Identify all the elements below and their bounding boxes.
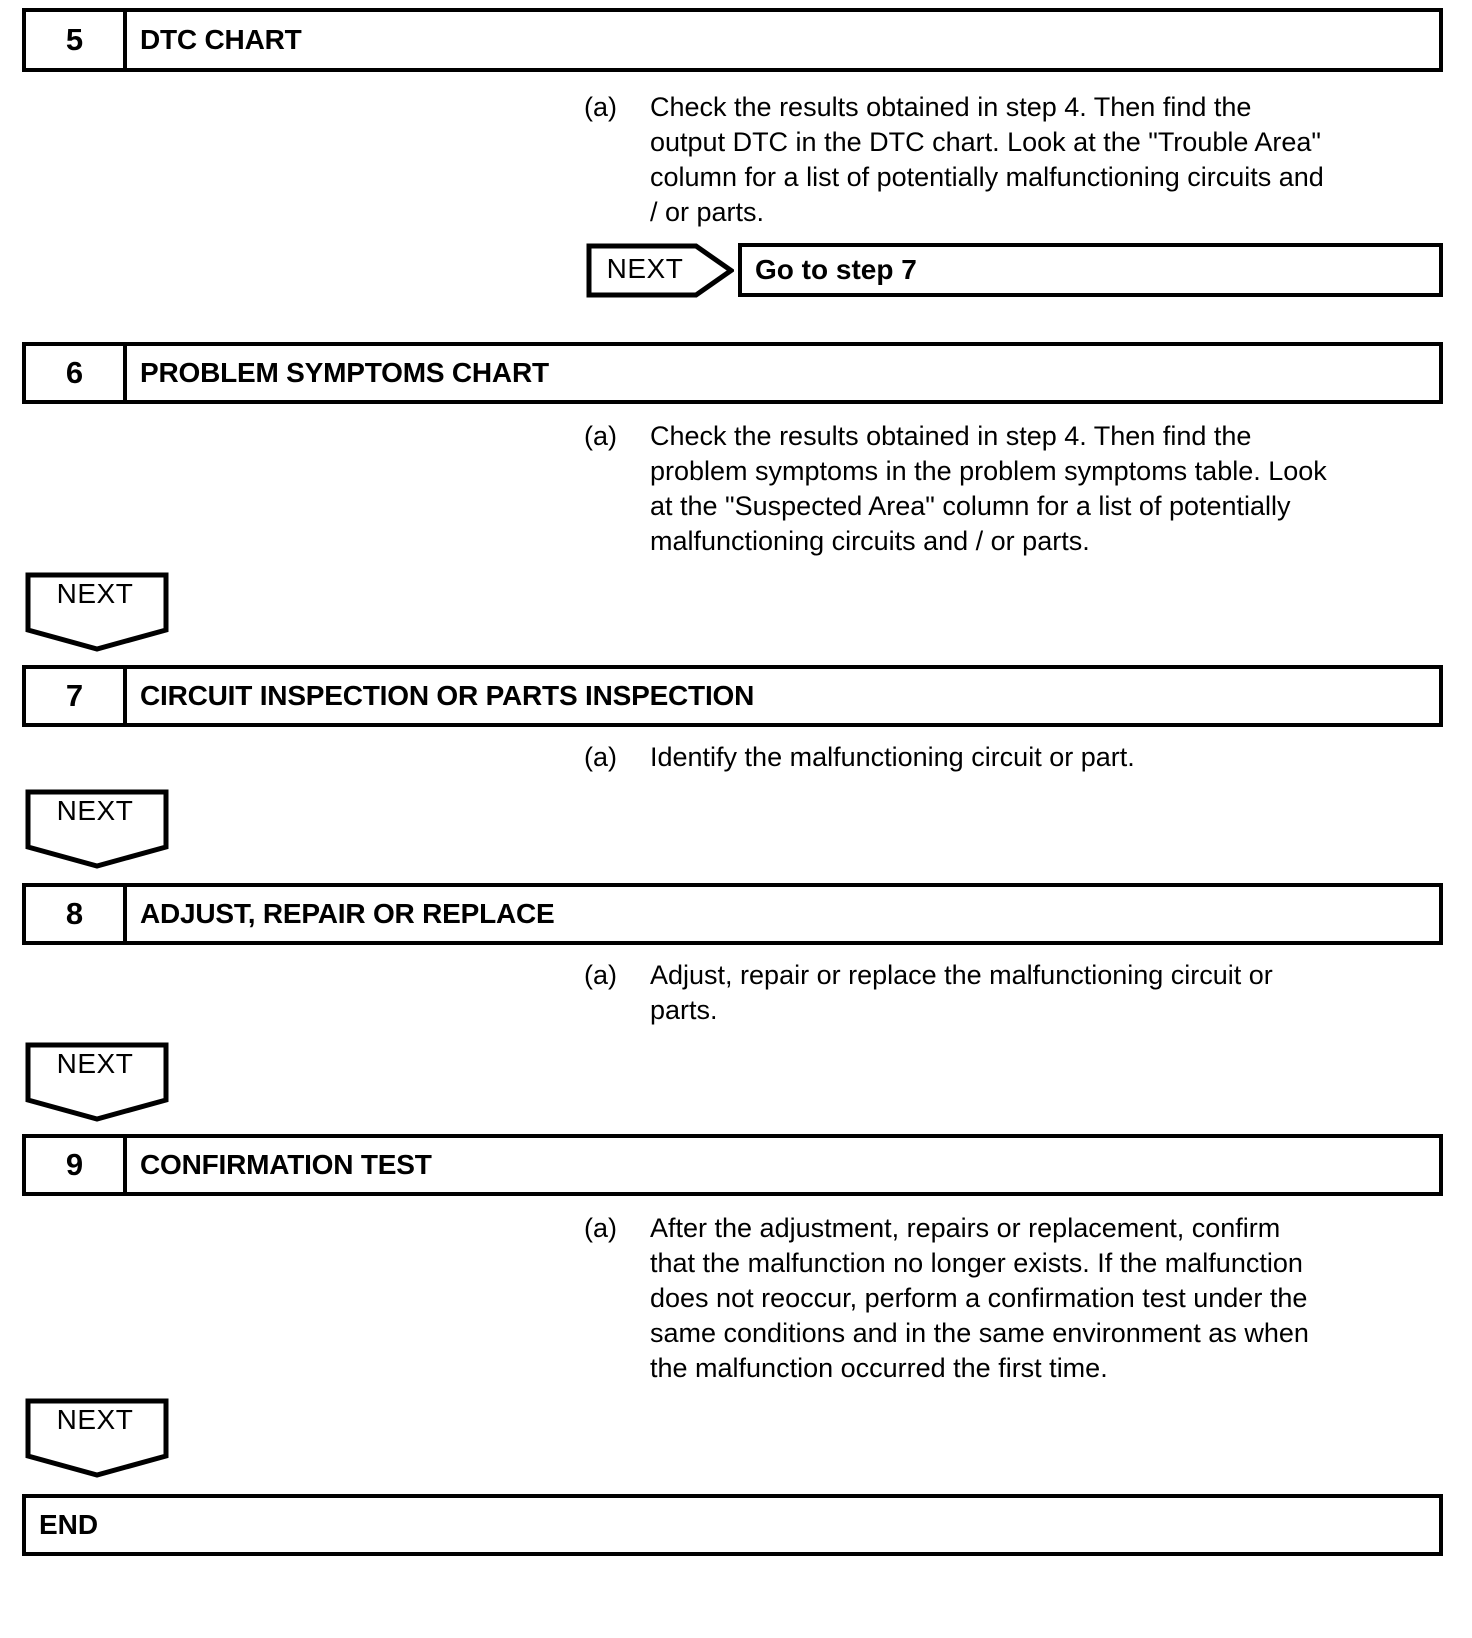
next-arrow-down-step8: NEXT	[25, 1042, 169, 1122]
next-arrow-down-shape	[25, 1042, 169, 1122]
goto-step-box[interactable]: Go to step 7	[738, 243, 1443, 297]
step-header-9: 9 CONFIRMATION TEST	[22, 1134, 1443, 1196]
next-arrow-down-label-step9: NEXT	[56, 1404, 134, 1435]
item-marker-7a: (a)	[584, 742, 617, 772]
step-number-8: 8	[26, 887, 127, 941]
step-title-8: ADJUST, REPAIR OR REPLACE	[140, 898, 555, 929]
step-header-6: 6 PROBLEM SYMPTOMS CHART	[22, 342, 1443, 404]
step-header-5: 5 DTC CHART	[22, 8, 1443, 72]
step-title-6: PROBLEM SYMPTOMS CHART	[140, 357, 549, 388]
next-arrow-label-step5: NEXT	[606, 253, 684, 284]
next-arrow-down-shape	[25, 572, 169, 652]
item-text-5a: Check the results obtained in step 4. Th…	[650, 92, 1324, 227]
step-title-5: DTC CHART	[140, 24, 302, 55]
item-text-9a: After the adjustment, repairs or replace…	[650, 1213, 1309, 1383]
step-body-6: (a) Check the results obtained in step 4…	[584, 419, 1396, 559]
item-text-7a: Identify the malfunctioning circuit or p…	[650, 742, 1135, 772]
step-number-5: 5	[26, 12, 127, 68]
next-arrow-down-step7: NEXT	[25, 789, 169, 869]
step-body-7: (a) Identify the malfunctioning circuit …	[584, 740, 1396, 775]
next-arrow-down-step6: NEXT	[25, 572, 169, 652]
next-arrow-down-label-step7: NEXT	[56, 795, 134, 826]
end-box: END	[22, 1494, 1443, 1556]
item-marker-8a: (a)	[584, 960, 617, 990]
step-title-7: CIRCUIT INSPECTION OR PARTS INSPECTION	[140, 680, 755, 711]
next-arrow-right-shape	[586, 243, 734, 298]
step-body-5: (a) Check the results obtained in step 4…	[584, 90, 1396, 230]
step-body-8: (a) Adjust, repair or replace the malfun…	[584, 958, 1396, 1028]
step-header-8: 8 ADJUST, REPAIR OR REPLACE	[22, 883, 1443, 945]
end-label: END	[39, 1509, 99, 1540]
item-text-8a: Adjust, repair or replace the malfunctio…	[650, 960, 1273, 1025]
step-header-7: 7 CIRCUIT INSPECTION OR PARTS INSPECTION	[22, 665, 1443, 727]
next-arrow-down-shape	[25, 789, 169, 869]
step-number-7: 7	[26, 669, 127, 723]
step-body-9: (a) After the adjustment, repairs or rep…	[584, 1211, 1396, 1386]
goto-step-label: Go to step 7	[755, 254, 917, 285]
next-arrow-down-label-step8: NEXT	[56, 1048, 134, 1079]
next-arrow-right-step5: NEXT	[586, 243, 734, 298]
step-title-9: CONFIRMATION TEST	[140, 1149, 432, 1180]
step-number-9: 9	[26, 1138, 127, 1192]
next-arrow-down-step9: NEXT	[25, 1398, 169, 1478]
item-text-6a: Check the results obtained in step 4. Th…	[650, 421, 1327, 556]
item-marker-6a: (a)	[584, 421, 617, 451]
item-marker-9a: (a)	[584, 1213, 617, 1243]
step-number-6: 6	[26, 346, 127, 400]
next-arrow-down-label-step6: NEXT	[56, 578, 134, 609]
next-arrow-down-shape	[25, 1398, 169, 1478]
item-marker-5a: (a)	[584, 92, 617, 122]
